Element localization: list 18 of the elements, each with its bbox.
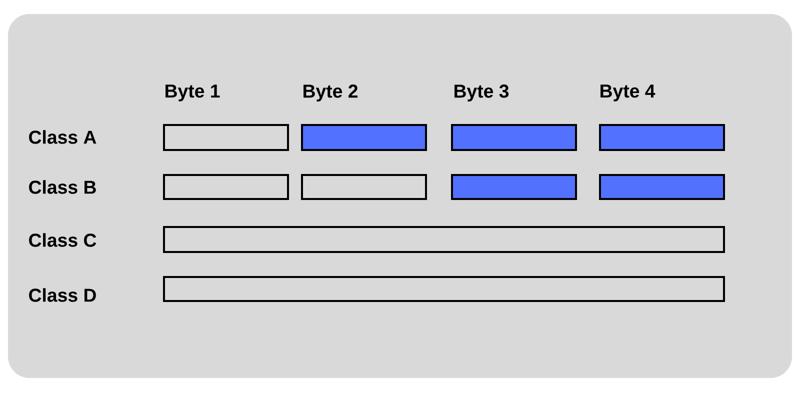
row-label: Class A bbox=[29, 130, 96, 144]
filled-bar bbox=[451, 174, 577, 200]
empty-bar bbox=[163, 226, 725, 253]
column-heading: Byte 3 bbox=[454, 84, 509, 102]
column-heading: Byte 1 bbox=[166, 84, 220, 102]
empty-bar bbox=[301, 174, 427, 200]
filled-bar bbox=[599, 174, 725, 200]
filled-bar bbox=[301, 124, 427, 151]
empty-bar bbox=[163, 276, 725, 302]
empty-bar bbox=[163, 174, 289, 200]
row-label: Class C bbox=[29, 233, 96, 247]
row-label: Class B bbox=[29, 180, 96, 194]
column-heading: Byte 2 bbox=[304, 84, 358, 102]
row-label: Class D bbox=[29, 288, 96, 302]
filled-bar bbox=[451, 124, 577, 151]
column-heading: Byte 4 bbox=[600, 84, 656, 102]
filled-bar bbox=[599, 124, 725, 151]
empty-bar bbox=[163, 124, 289, 151]
